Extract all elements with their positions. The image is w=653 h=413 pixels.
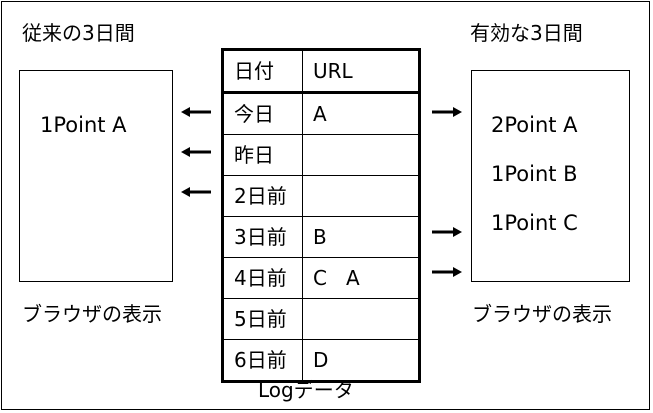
- log-date-cell: 4日前: [222, 257, 303, 299]
- right-heading: 有効な3日間: [470, 21, 583, 45]
- log-header-url: URL: [302, 49, 420, 94]
- table-row: 3日前 B: [222, 216, 420, 258]
- table-row: 4日前 C A: [222, 257, 420, 299]
- left-arrow: [181, 107, 211, 117]
- log-url-cell: B: [302, 216, 420, 258]
- table-row: 5日前: [222, 298, 420, 340]
- right-point-2: 1Point B: [491, 162, 578, 186]
- right-arrow: [432, 107, 462, 117]
- right-point-3: 1Point C: [491, 211, 578, 235]
- right-caption: ブラウザの表示: [472, 302, 612, 326]
- log-caption: Logデータ: [258, 378, 354, 402]
- left-arrow: [181, 187, 211, 197]
- right-arrow: [432, 267, 462, 277]
- log-table: 日付 URL 今日 A 昨日 2日前 3日前 B 4日前 C A 5日前 6日前: [221, 48, 421, 383]
- table-row: 2日前: [222, 175, 420, 217]
- log-url-cell: D: [302, 339, 420, 382]
- right-arrow: [432, 227, 462, 237]
- left-browser-box: 1Point A: [19, 70, 173, 282]
- table-row: 6日前 D: [222, 339, 420, 382]
- left-point-1: 1Point A: [40, 113, 127, 137]
- left-caption: ブラウザの表示: [22, 302, 162, 326]
- left-heading: 従来の3日間: [22, 21, 135, 45]
- log-date-cell: 2日前: [222, 175, 303, 217]
- left-arrow: [181, 147, 211, 157]
- log-date-cell: 6日前: [222, 339, 303, 382]
- right-browser-box: 2Point A 1Point B 1Point C: [471, 70, 630, 282]
- log-url-cell: [302, 298, 420, 340]
- log-header-row: 日付 URL: [222, 49, 420, 94]
- log-date-cell: 今日: [222, 92, 303, 135]
- right-point-1: 2Point A: [491, 113, 578, 137]
- log-header-date: 日付: [222, 49, 303, 94]
